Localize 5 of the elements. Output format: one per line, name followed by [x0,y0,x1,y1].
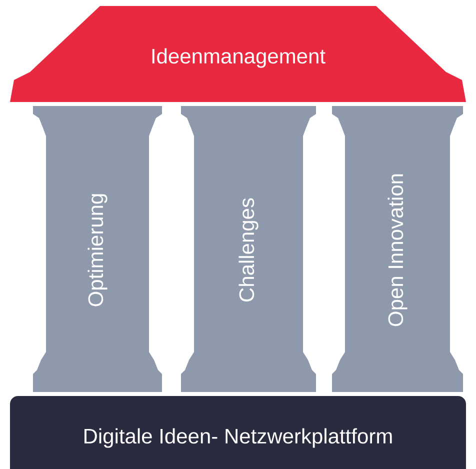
column: Optimierung [33,106,162,392]
base-band: Digitale Ideen- Netzwerkplattform [10,396,466,469]
column: Challenges [181,106,316,392]
roof: Ideenmanagement [10,6,466,102]
column: Open Innovation [332,106,463,392]
